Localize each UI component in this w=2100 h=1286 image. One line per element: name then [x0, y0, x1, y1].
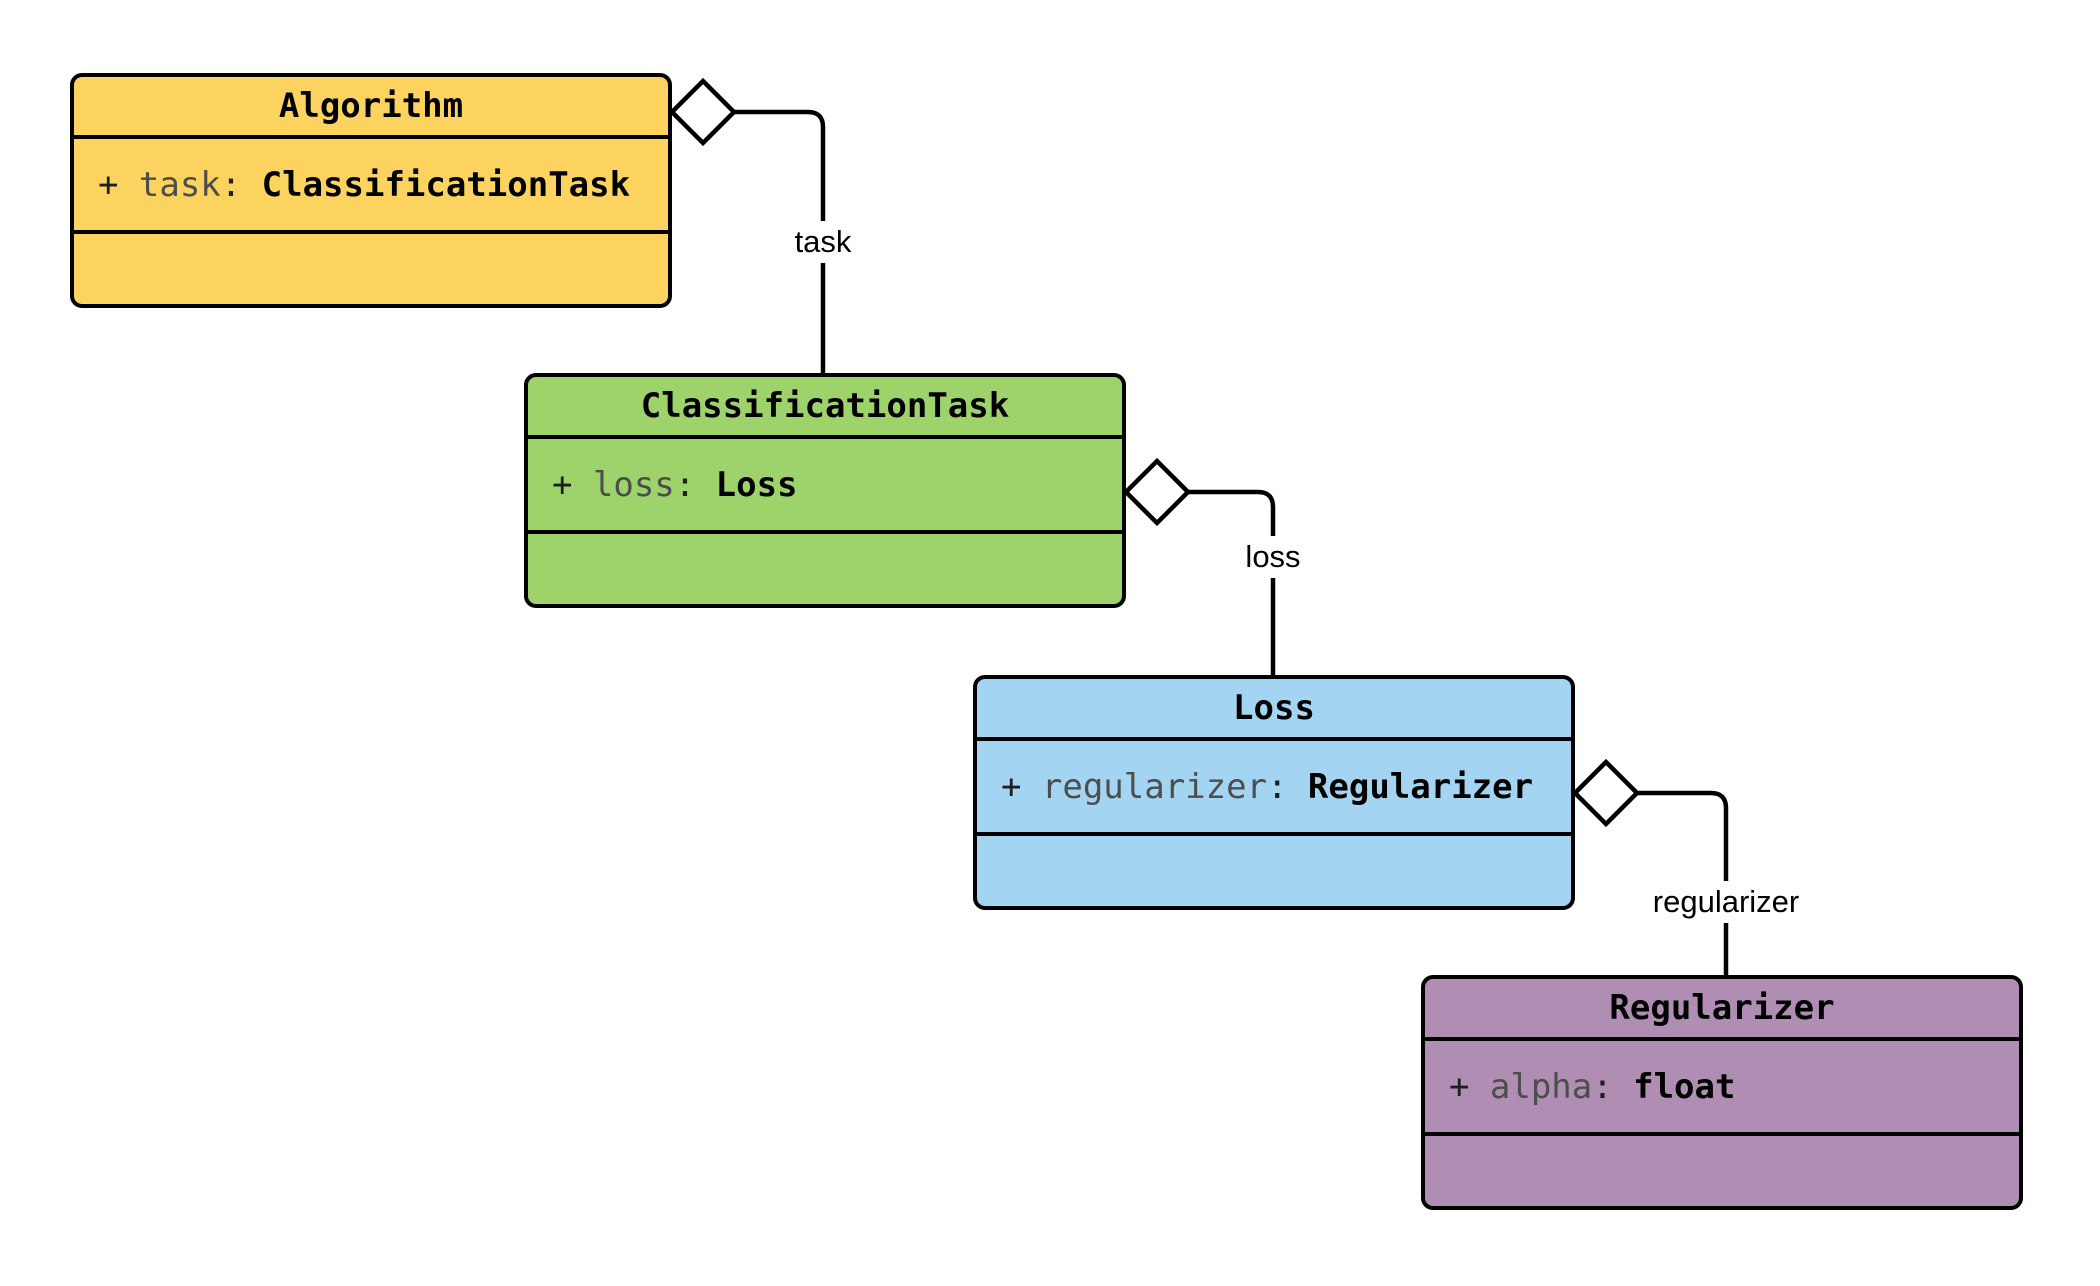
class-title: Regularizer: [1425, 979, 2019, 1041]
attribute-separator: :: [1267, 766, 1288, 807]
edge-line: [1637, 790, 1729, 975]
attribute-visibility: +: [1449, 1066, 1470, 1107]
edge-line: [1188, 489, 1276, 675]
class-box-algorithm: Algorithm + task : ClassificationTask: [70, 73, 672, 308]
aggregation-diamond-icon: [668, 77, 738, 147]
edge-label-task: task: [786, 221, 860, 263]
edge-line: [734, 109, 826, 373]
class-box-classificationtask: ClassificationTask + loss : Loss: [524, 373, 1126, 608]
aggregation-edge-regularizer: [1571, 758, 1729, 975]
class-box-loss: Loss + regularizer : Regularizer: [973, 675, 1575, 910]
aggregation-edge-task: [668, 77, 826, 373]
attribute-name: task: [138, 164, 221, 205]
attribute-name: alpha: [1489, 1066, 1593, 1107]
class-methods-empty: [528, 534, 1122, 604]
attribute-name: loss: [592, 464, 675, 505]
attribute-separator: :: [220, 164, 242, 205]
class-attribute: + task : ClassificationTask: [74, 139, 668, 234]
aggregation-diamond-icon: [1122, 457, 1192, 527]
class-title: ClassificationTask: [528, 377, 1122, 439]
attribute-visibility: +: [552, 464, 573, 505]
edge-label-loss: loss: [1237, 536, 1309, 578]
attribute-type: Loss: [715, 464, 798, 505]
attribute-separator: :: [1592, 1066, 1613, 1107]
edge-label-regularizer: regularizer: [1644, 881, 1808, 923]
class-methods-empty: [977, 836, 1571, 906]
class-attribute: + loss : Loss: [528, 439, 1122, 534]
class-attribute: + alpha : float: [1425, 1041, 2019, 1136]
class-methods-empty: [1425, 1136, 2019, 1206]
attribute-visibility: +: [1001, 766, 1022, 807]
attribute-type: float: [1633, 1066, 1736, 1107]
class-attribute: + regularizer : Regularizer: [977, 741, 1571, 836]
class-methods-empty: [74, 234, 668, 304]
attribute-type: Regularizer: [1307, 766, 1534, 807]
attribute-separator: :: [674, 464, 696, 505]
class-title: Algorithm: [74, 77, 668, 139]
class-box-regularizer: Regularizer + alpha : float: [1421, 975, 2023, 1210]
aggregation-edge-loss: [1122, 457, 1276, 675]
aggregation-diamond-icon: [1571, 758, 1641, 828]
attribute-type: ClassificationTask: [261, 164, 631, 205]
class-title: Loss: [977, 679, 1571, 741]
attribute-name: regularizer: [1041, 766, 1268, 807]
attribute-visibility: +: [98, 164, 119, 205]
